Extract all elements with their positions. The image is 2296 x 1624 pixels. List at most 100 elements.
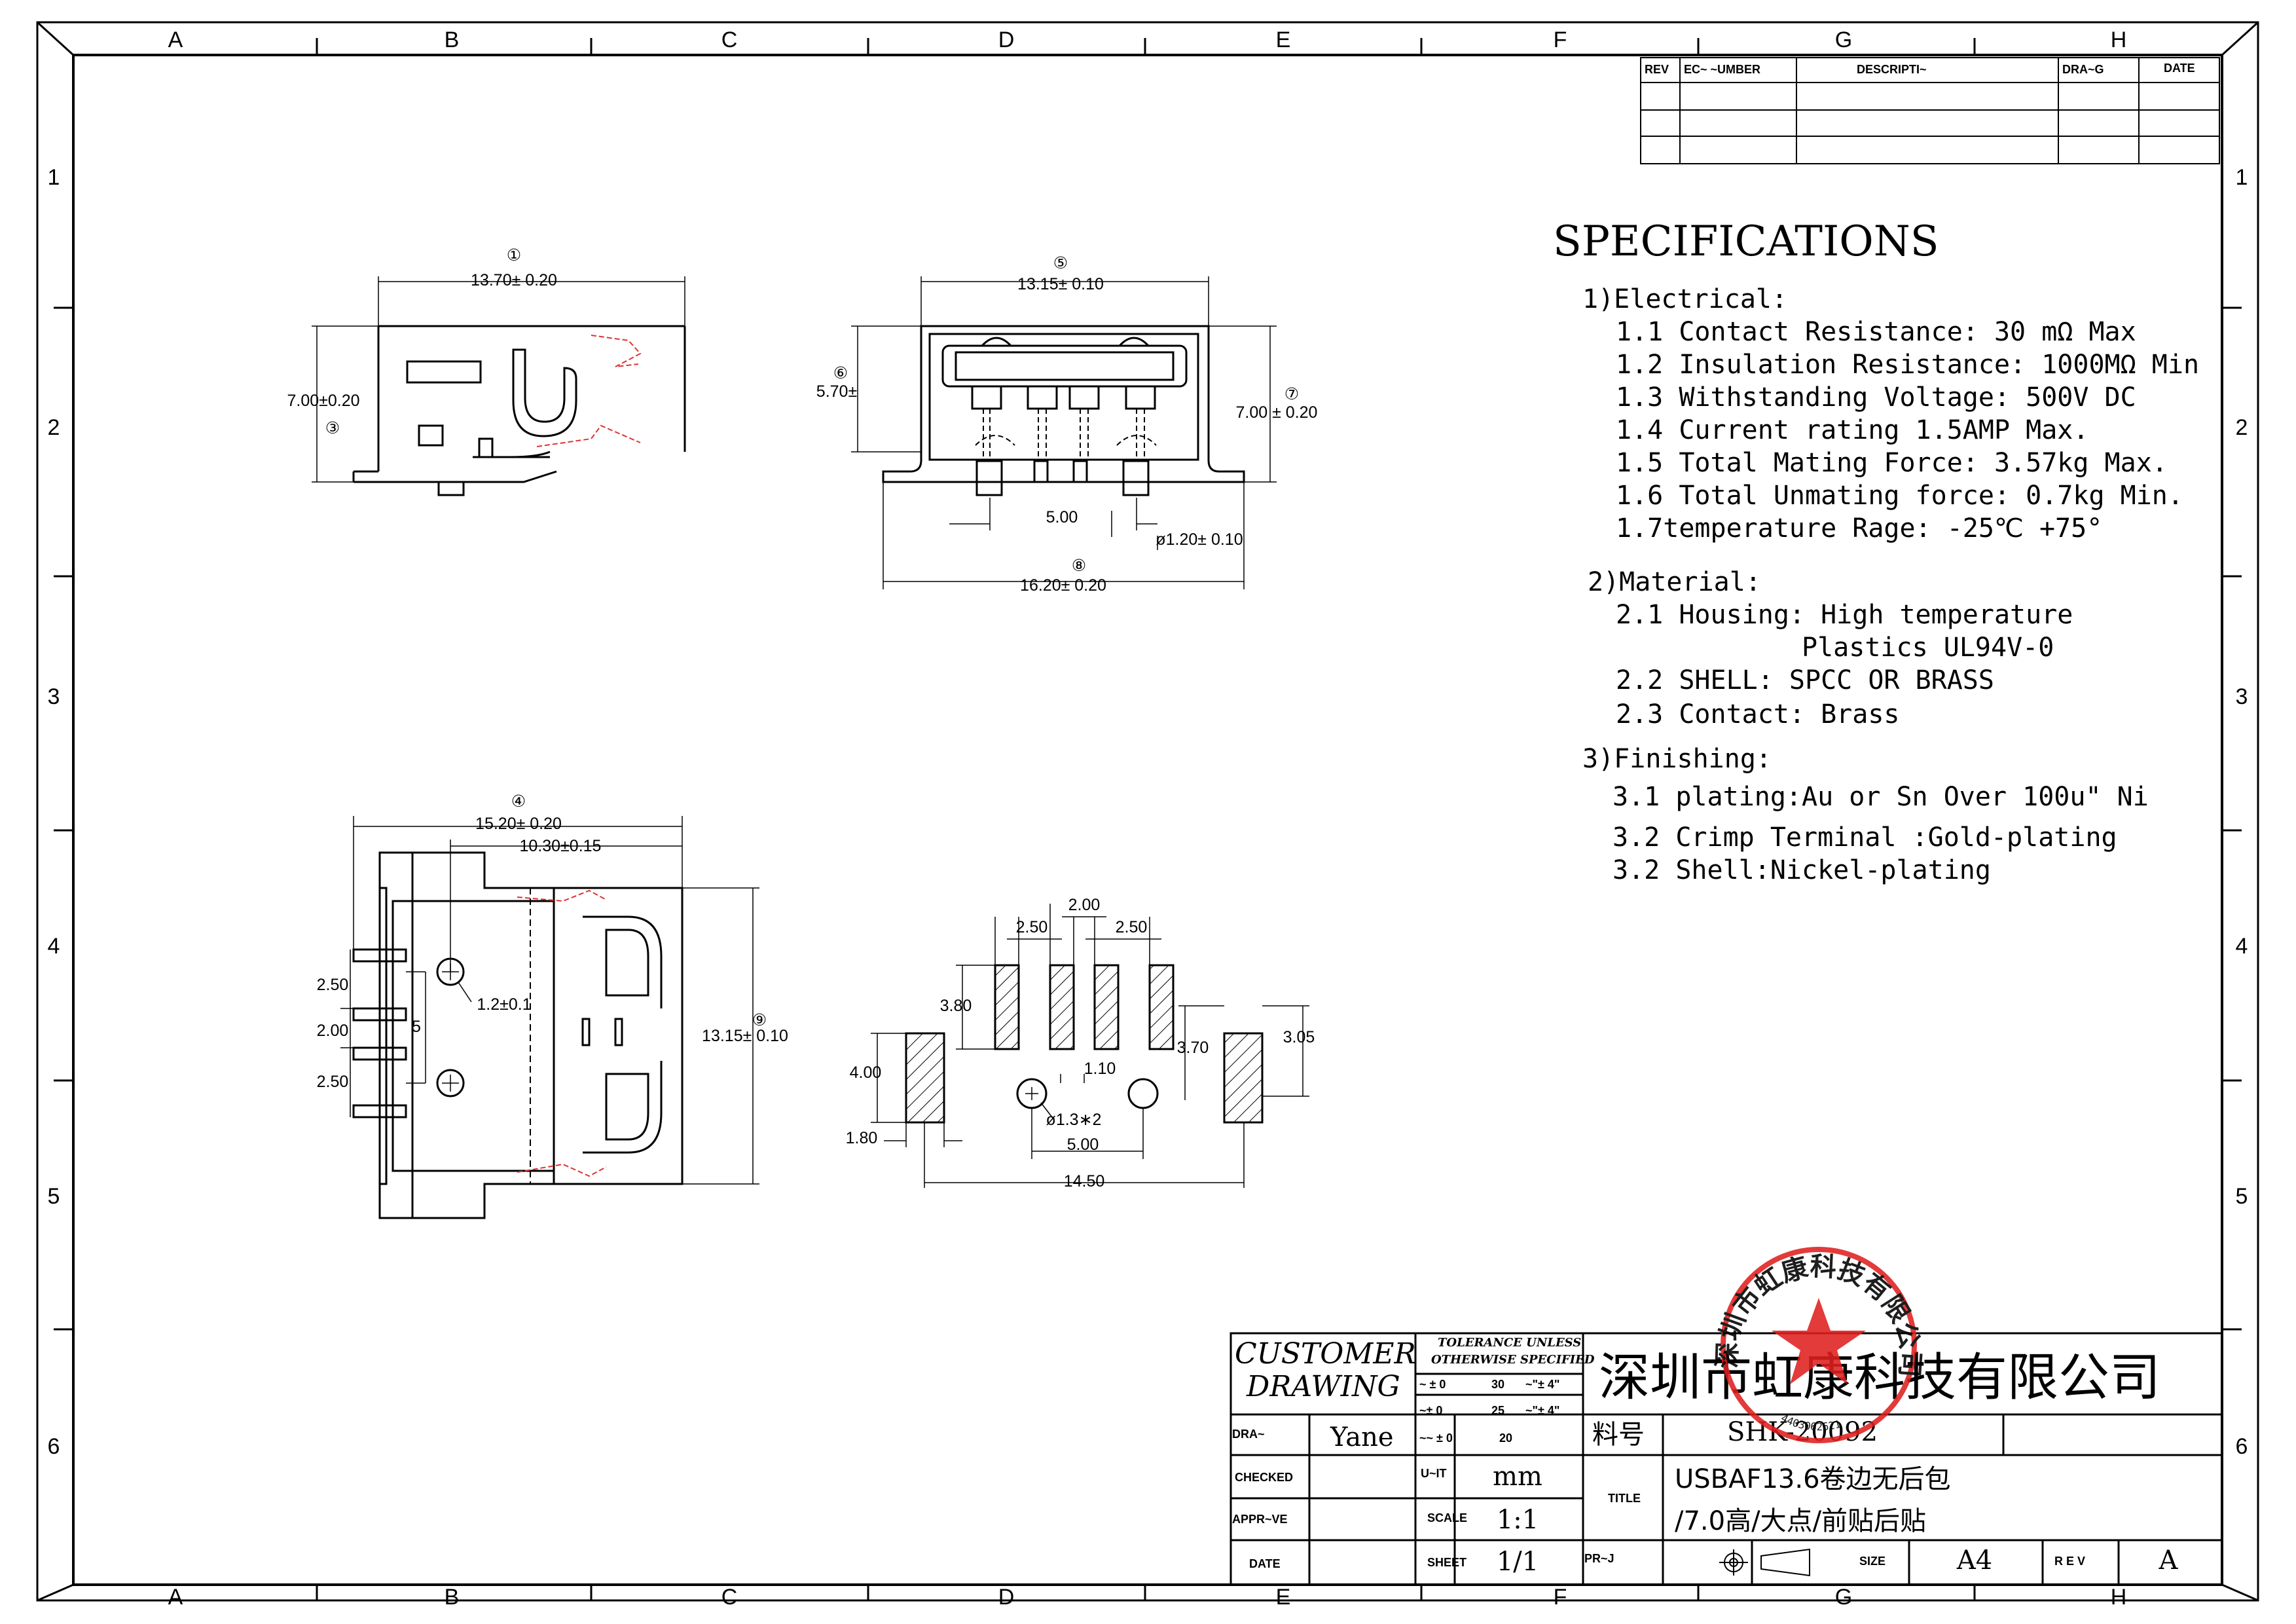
- spec-line: 2)Material:: [1588, 567, 1761, 597]
- zone-row-1-left: 1: [48, 165, 60, 190]
- zone-row-2-left: 2: [48, 415, 60, 440]
- spec-line: 3.2 Shell:Nickel-plating: [1613, 855, 1991, 885]
- tb-date-label: DATE: [1249, 1557, 1281, 1570]
- dim-pcb-3-05: 3.05: [1283, 1028, 1315, 1046]
- side-view-dims: ① 13.70± 0.20 7.00±0.20 ③: [287, 246, 556, 437]
- tb-tol-row-2-b: 25: [1491, 1404, 1504, 1417]
- top-view-dims: ④ 15.20± 0.20 10.30±0.15 2.50 2.00 2.50 …: [317, 792, 788, 1091]
- dim-top-pitch-3: 2.50: [317, 1073, 349, 1091]
- dim-top-hole: 1.2±0.1: [477, 995, 531, 1014]
- dim-pcb-1-80: 1.80: [846, 1129, 878, 1147]
- dim-front-pin: ø1.20± 0.10: [1156, 530, 1243, 549]
- dim-pcb-hole: ø1.3∗2: [1046, 1111, 1102, 1129]
- dim-top-width-2: 10.30±0.15: [520, 837, 602, 855]
- tb-sheet-label: SHEET: [1427, 1556, 1467, 1569]
- tb-tol-row-1-c: ~"± 4": [1525, 1378, 1559, 1391]
- tb-rev-value: A: [2159, 1545, 2179, 1576]
- tb-size-value: A4: [1956, 1545, 1992, 1576]
- dim-front-height-1: 5.70±: [816, 382, 857, 401]
- tb-title-value-1: USBAF13.6卷边无后包: [1675, 1464, 1951, 1494]
- zone-row-2-right: 2: [2236, 415, 2248, 440]
- zone-col-d-top: D: [998, 28, 1015, 52]
- spec-line: 1.6 Total Unmating force: 0.7kg Min.: [1616, 481, 2183, 511]
- zone-col-e-top: E: [1276, 28, 1291, 52]
- zone-labels: A B C D E F G H A B C D E F G H 1 2 3 4 …: [48, 28, 2248, 1610]
- spec-line: 2.1 Housing: High temperature: [1616, 600, 2073, 630]
- zone-row-6-right: 6: [2236, 1434, 2248, 1459]
- rev-header-ec: EC~ ~UMBER: [1684, 63, 1760, 76]
- dim-top-height: 13.15± 0.10: [702, 1027, 788, 1045]
- dim-front-pitch: 5.00: [1046, 508, 1078, 526]
- tb-tol-row-1-a: ~ ± 0: [1419, 1378, 1446, 1391]
- zone-col-c-bottom: C: [721, 1585, 738, 1610]
- tb-unit-value: mm: [1493, 1462, 1542, 1492]
- dim-pcb-1-10: 1.10: [1084, 1060, 1116, 1078]
- tb-scale-label: SCALE: [1427, 1511, 1467, 1524]
- top-view: [340, 816, 759, 1219]
- spec-line: Plastics UL94V-0: [1802, 633, 2054, 663]
- zone-row-6-left: 6: [48, 1434, 60, 1459]
- pcb-layout: [871, 904, 1309, 1188]
- dim-callout-9: ⑨: [752, 1011, 767, 1029]
- dim-callout-1: ①: [507, 246, 521, 265]
- zone-col-a-top: A: [168, 28, 183, 52]
- spec-line: 1.7temperature Rage: -25℃ +75°: [1616, 513, 2102, 544]
- rev-header-description: DESCRIPTI~: [1857, 63, 1927, 76]
- tb-drawn-value: Yane: [1330, 1422, 1394, 1452]
- rev-header-drawing: DRA~G: [2062, 63, 2104, 76]
- zone-col-f-bottom: F: [1554, 1585, 1567, 1610]
- tb-company-name: 深圳市虹康科技有限公司: [1599, 1348, 2160, 1407]
- tb-approved-label: APPR~VE: [1232, 1513, 1288, 1526]
- pcb-layout-dims: 2.00 2.50 2.50 3.80 4.00 3.70 3.05 1.10 …: [846, 896, 1315, 1190]
- dim-callout-6: ⑥: [833, 364, 848, 382]
- tb-tolerance-2: OTHERWISE SPECIFIED: [1431, 1353, 1595, 1367]
- tb-drawn-label: DRA~: [1232, 1428, 1265, 1441]
- dim-side-width: 13.70± 0.20: [471, 271, 557, 289]
- dim-callout-7: ⑦: [1285, 385, 1299, 403]
- zone-col-d-bottom: D: [998, 1585, 1015, 1610]
- dim-pcb-3-70: 3.70: [1177, 1039, 1209, 1057]
- dim-pcb-2-00: 2.00: [1068, 896, 1101, 914]
- drawing-frame: [36, 21, 2259, 1602]
- dim-pcb-2-50-left: 2.50: [1016, 918, 1048, 936]
- tb-drawing: DRAWING: [1246, 1370, 1400, 1403]
- tb-checked-label: CHECKED: [1235, 1471, 1293, 1484]
- zone-col-g-top: G: [1835, 28, 1852, 52]
- tb-customer: CUSTOMER: [1235, 1337, 1416, 1371]
- zone-col-g-bottom: G: [1835, 1585, 1852, 1610]
- zone-col-b-bottom: B: [445, 1585, 460, 1610]
- front-view: [851, 276, 1277, 589]
- specifications-block: SPECIFICATIONS 1)Electrical: 1.1 Contact…: [1553, 217, 2199, 885]
- zone-col-h-bottom: H: [2111, 1585, 2127, 1610]
- dim-top-pitch-2: 2.00: [317, 1022, 349, 1040]
- tb-tol-row-3-b: 20: [1499, 1431, 1512, 1445]
- zone-col-f-top: F: [1554, 28, 1567, 52]
- tb-tol-row-3-a: ~~ ± 0: [1419, 1431, 1453, 1445]
- spec-line: 2.2 SHELL: SPCC OR BRASS: [1616, 665, 1994, 695]
- spec-line: 3.2 Crimp Terminal :Gold-plating: [1613, 822, 2117, 853]
- dim-pcb-3-80: 3.80: [940, 997, 972, 1015]
- zone-row-3-left: 3: [48, 684, 60, 709]
- tb-tol-row-1-b: 30: [1491, 1378, 1504, 1391]
- dim-callout-4: ④: [511, 792, 526, 811]
- tb-sheet-value: 1/1: [1497, 1547, 1539, 1577]
- spec-line: 1.2 Insulation Resistance: 1000MΩ Min: [1616, 350, 2199, 380]
- tb-title-value-2: /7.0高/大点/前贴后贴: [1675, 1506, 1926, 1536]
- tb-rev-label: R E V: [2054, 1555, 2085, 1568]
- dim-front-width: 13.15± 0.10: [1017, 275, 1104, 293]
- zone-col-a-bottom: A: [168, 1585, 183, 1610]
- spec-line: 1)Electrical:: [1582, 284, 1787, 314]
- spec-line: 1.4 Current rating 1.5AMP Max.: [1616, 415, 2088, 445]
- spec-line: 3.1 plating:Au or Sn Over 100u" Ni: [1613, 782, 2149, 812]
- tb-size-label: SIZE: [1859, 1555, 1886, 1568]
- rev-header-date: DATE: [2164, 62, 2195, 75]
- specs-title: SPECIFICATIONS: [1553, 217, 1939, 266]
- zone-col-b-top: B: [445, 28, 460, 52]
- dim-pcb-total: 14.50: [1064, 1172, 1105, 1190]
- tb-part-label: 料号: [1592, 1420, 1645, 1450]
- zone-row-5-left: 5: [48, 1184, 60, 1209]
- revision-table: REV EC~ ~UMBER DESCRIPTI~ DRA~G DATE: [1640, 57, 2220, 164]
- front-view-dims: ⑤ 13.15± 0.10 ⑥ 5.70± ⑦ 7.00 ± 0.20 5.00…: [816, 254, 1318, 595]
- spec-line: 1.5 Total Mating Force: 3.57kg Max.: [1616, 448, 2168, 478]
